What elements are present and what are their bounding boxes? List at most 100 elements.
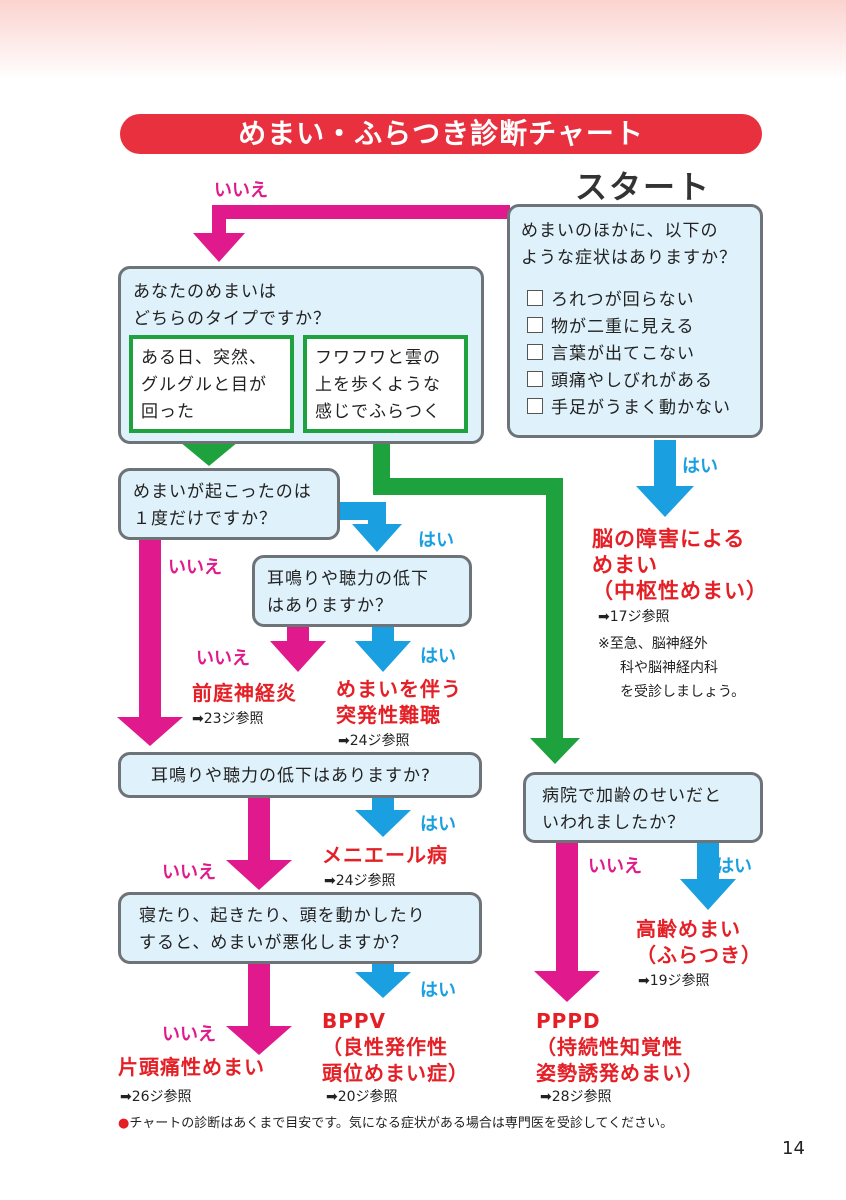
type-question-line2: どちらのタイプですか？ (133, 309, 331, 329)
page-number: 14 (782, 1138, 805, 1159)
checkbox-icon[interactable] (527, 371, 543, 387)
result-migraine: 片頭痛性めまい (118, 1055, 265, 1079)
type-b-line: 上を歩くような (315, 375, 441, 395)
arrow-once-no (117, 540, 183, 746)
type-b-line: フワフワと雲の (315, 348, 441, 368)
checklist-item: 頭痛やしびれがある (527, 368, 731, 395)
result-bppv-line: 頭位めまい症） (322, 1061, 469, 1085)
footnote: ●チャートの診断はあくまで目安です。気になる症状がある場合は専門医を受診してくだ… (118, 1112, 673, 1131)
central-note-line: ※至急、脳神経外 (598, 636, 708, 652)
type-b-line: 感じでふらつく (315, 402, 441, 422)
label-no-once: いいえ (168, 557, 222, 578)
type-a-box: ある日、突然、 グルグルと目が 回った (129, 335, 294, 433)
arrow-age-yes (680, 843, 736, 910)
result-pppd-line: PPPD (536, 1009, 601, 1033)
result-aging-line: （ふらつき） (636, 943, 762, 967)
start-question-box: めまいのほかに、以下の ような症状はありますか？ ろれつが回らない 物が二重に見… (507, 204, 763, 438)
once-question-line: めまいが起こったのは (133, 482, 312, 502)
result-pppd: PPPD （持続性知覚性 姿勢誘発めまい） (536, 1008, 704, 1086)
tinnitus-question-2-box: 耳鳴りや聴力の低下はありますか? (118, 752, 482, 798)
label-yes-tinnitus2: はい (420, 814, 456, 835)
result-aging-ref: ➡19ジ参照 (638, 973, 710, 989)
result-vestibular-ref: ➡23ジ参照 (192, 711, 264, 727)
tinnitus-question-1-box: 耳鳴りや聴力の低下 はありますか？ (252, 555, 472, 627)
arrow-move-yes (355, 964, 411, 998)
arrow-age-no (534, 843, 600, 1002)
checkbox-icon[interactable] (527, 344, 543, 360)
move-question-box: 寝たり、起きたり、頭を動かしたり すると、めまいが悪化しますか？ (118, 892, 482, 964)
move-question-line: 寝たり、起きたり、頭を動かしたり (139, 906, 426, 926)
top-gradient-band (0, 0, 846, 80)
result-migraine-ref: ➡26ジ参照 (120, 1089, 192, 1105)
arrow-move-no (226, 964, 292, 1055)
result-aging: 高齢めまい （ふらつき） (636, 916, 762, 968)
arrow-tinnitus2-yes (355, 798, 411, 837)
result-central-line: 脳の障害による (592, 527, 746, 551)
result-sudden-deafness: めまいを伴う 突発性難聴 (336, 676, 462, 728)
arrow-start-no (193, 205, 510, 262)
result-pppd-line: 姿勢誘発めまい） (536, 1061, 704, 1085)
start-question-line1: めまいのほかに、以下の (521, 221, 719, 241)
label-yes-age: はい (716, 856, 752, 877)
arrow-type-b (373, 430, 580, 764)
arrow-tinnitus1-no (270, 627, 326, 672)
result-bppv-ref: ➡20ジ参照 (326, 1089, 398, 1105)
label-yes-move: はい (420, 980, 456, 1001)
tinnitus-question-1-line: 耳鳴りや聴力の低下 (267, 569, 429, 589)
result-meniere: メニエール病 (322, 843, 448, 867)
start-question-line2: ような症状はありますか？ (521, 248, 737, 268)
result-pppd-ref: ➡28ジ参照 (540, 1089, 612, 1105)
checkbox-icon[interactable] (527, 398, 543, 414)
result-sudden-deafness-line: めまいを伴う (336, 677, 462, 701)
start-label: スタート (575, 168, 712, 206)
result-central-line: めまい (592, 553, 658, 577)
central-note-line: を受診しましょう。 (620, 684, 746, 700)
result-central-line: （中枢性めまい） (592, 579, 768, 603)
label-no-start: いいえ (214, 180, 268, 201)
label-no-age: いいえ (588, 856, 642, 877)
label-no-tinnitus2: いいえ (162, 862, 216, 883)
type-a-line: ある日、突然、 (141, 348, 267, 368)
checklist-item: 言葉が出てこない (527, 341, 731, 368)
type-question-line1: あなたのめまいは (133, 282, 277, 302)
age-question-line: いわれましたか？ (542, 813, 686, 833)
result-bppv-line: BPPV (322, 1009, 387, 1033)
central-note: ※至急、脳神経外 科や脳神経内科 を受診しましょう。 (598, 632, 745, 704)
bullet-dot-icon: ● (118, 1116, 130, 1131)
move-question-line: すると、めまいが悪化しますか？ (139, 933, 409, 953)
symptom-checklist: ろれつが回らない 物が二重に見える 言葉が出てこない 頭痛やしびれがある 手足が… (527, 287, 731, 422)
result-bppv-line: （良性発作性 (322, 1035, 448, 1059)
tinnitus-question-2-text: 耳鳴りや聴力の低下はありますか? (151, 766, 432, 786)
checklist-item: ろれつが回らない (527, 287, 731, 314)
age-question-box: 病院で加齢のせいだと いわれましたか？ (523, 772, 763, 843)
central-note-line: 科や脳神経内科 (620, 660, 718, 676)
once-question-line: １度だけですか？ (133, 509, 277, 529)
label-yes-once: はい (418, 530, 454, 551)
result-sudden-deafness-line: 突発性難聴 (336, 703, 441, 727)
checklist-item: 物が二重に見える (527, 314, 731, 341)
type-b-box: フワフワと雲の 上を歩くような 感じでふらつく (303, 335, 468, 433)
checklist-item: 手足がうまく動かない (527, 395, 731, 422)
result-central-ref: ➡17ジ参照 (598, 609, 670, 625)
result-bppv: BPPV （良性発作性 頭位めまい症） (322, 1008, 469, 1086)
result-aging-line: 高齢めまい (636, 917, 741, 941)
label-yes-tinnitus1: はい (420, 646, 456, 667)
arrow-start-yes (636, 440, 694, 517)
footnote-text: チャートの診断はあくまで目安です。気になる症状がある場合は専門医を受診してくださ… (129, 1116, 674, 1131)
result-sudden-deafness-ref: ➡24ジ参照 (338, 733, 410, 749)
checkbox-icon[interactable] (527, 290, 543, 306)
arrow-once-yes (336, 502, 402, 552)
chart-title: めまい・ふらつき診断チャート (120, 114, 762, 154)
label-no-move: いいえ (162, 1024, 216, 1045)
type-a-line: グルグルと目が (141, 375, 267, 395)
result-vestibular: 前庭神経炎 (192, 681, 297, 705)
result-central: 脳の障害による めまい （中枢性めまい） (592, 526, 768, 604)
arrow-tinnitus1-yes (355, 627, 411, 672)
result-meniere-ref: ➡24ジ参照 (324, 873, 396, 889)
arrow-tinnitus2-no (226, 798, 292, 890)
type-a-line: 回った (141, 402, 195, 422)
checkbox-icon[interactable] (527, 317, 543, 333)
result-pppd-line: （持続性知覚性 (536, 1035, 683, 1059)
age-question-line: 病院で加齢のせいだと (542, 786, 722, 806)
